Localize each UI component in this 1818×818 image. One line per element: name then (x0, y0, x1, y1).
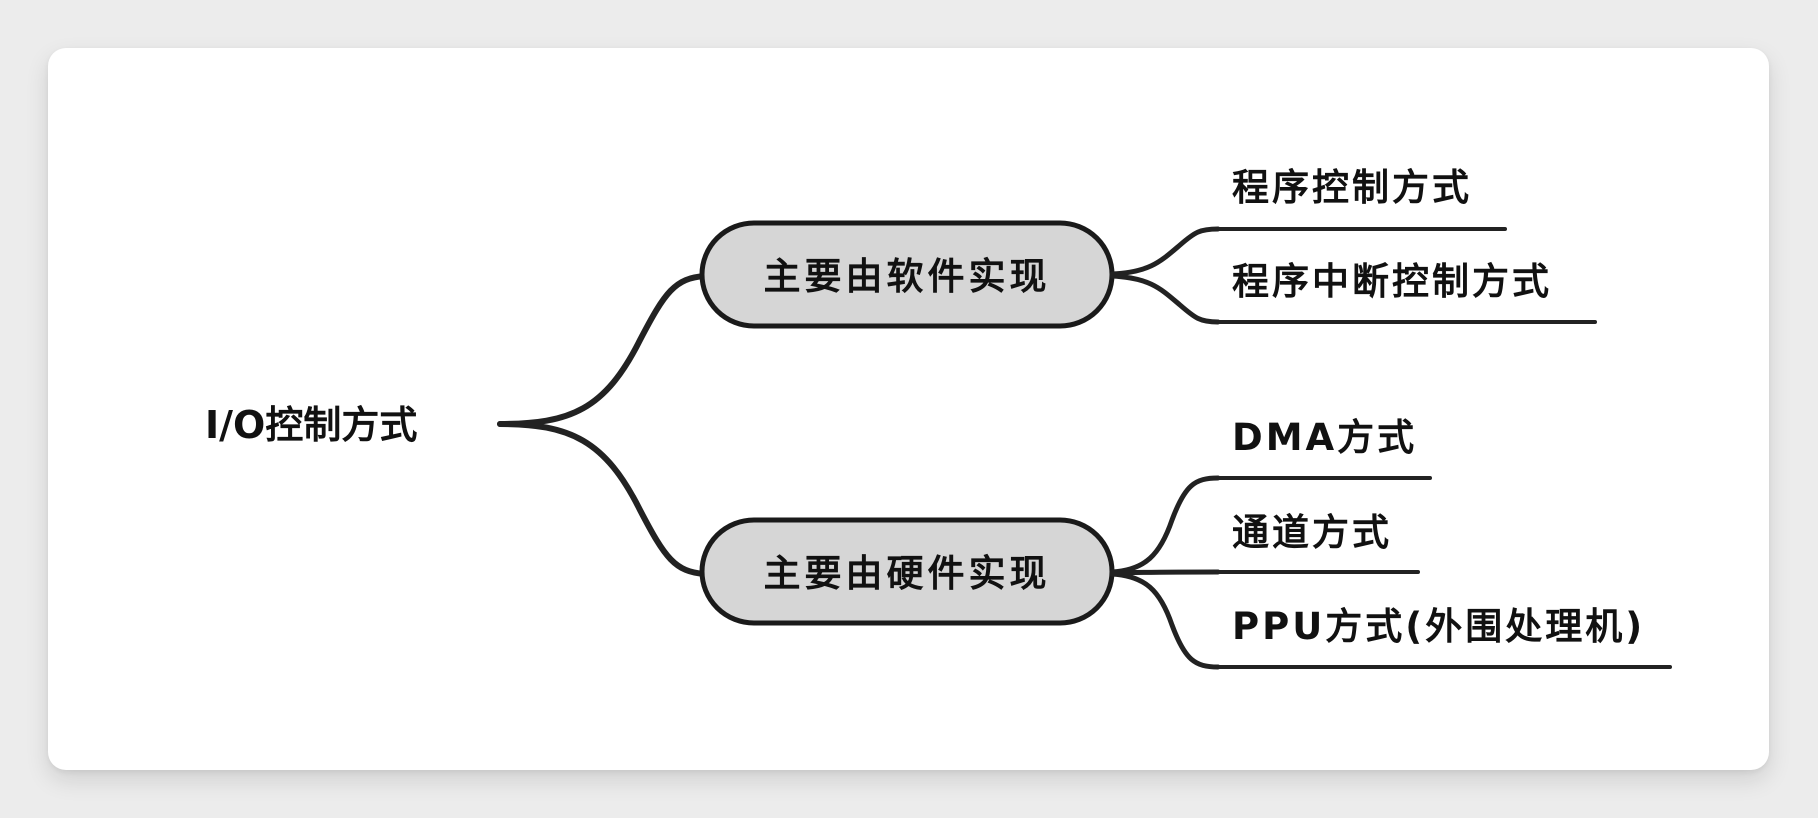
branch-label-hardware: 主要由硬件实现 (764, 552, 1051, 595)
leaf-label-program-interrupt: 程序中断控制方式 (1232, 260, 1552, 303)
connector-root-to-software (497, 273, 708, 427)
leaf-label-dma: DMA方式 (1232, 416, 1417, 459)
connector-hardware-to-child-1 (1109, 475, 1221, 575)
leaf-label-ppu: PPU方式(外围处理机) (1232, 605, 1645, 648)
branch-node-software: 主要由软件实现 (699, 220, 1115, 329)
root-node-label: I/O控制方式 (205, 403, 417, 447)
branch-label-software: 主要由软件实现 (764, 255, 1051, 298)
connector-software-to-child-2 (1109, 273, 1221, 325)
connector-hardware-to-child-2 (1109, 569, 1221, 576)
branch-node-hardware: 主要由硬件实现 (699, 517, 1115, 626)
connector-root-to-hardware (497, 421, 708, 577)
leaf-label-channel: 通道方式 (1232, 511, 1392, 554)
connector-hardware-to-child-3 (1109, 571, 1221, 670)
leaf-label-program-control: 程序控制方式 (1232, 166, 1472, 209)
diagram-canvas (48, 48, 1769, 770)
connector-software-to-child-1 (1109, 226, 1221, 277)
